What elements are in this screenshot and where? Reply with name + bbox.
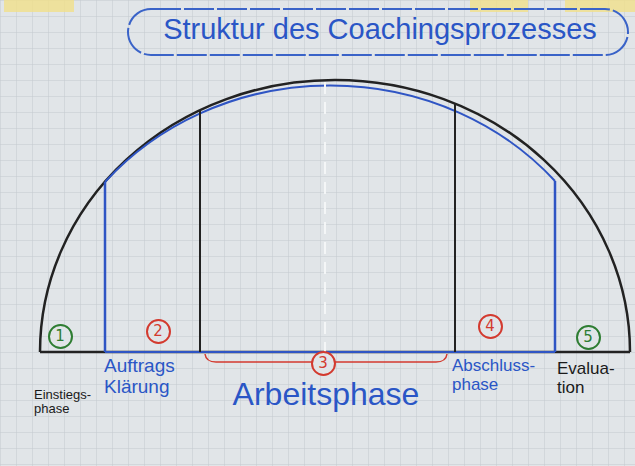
callout-number: 5 [583,330,593,345]
number-circle: 3 [311,351,336,376]
divider-faint [324,82,326,352]
divider [104,182,107,352]
number-circle: 5 [576,325,601,350]
baseline [40,351,630,354]
callout-number: 2 [153,324,163,339]
phase-label: Arbeitsphase [200,377,452,412]
title-cloud [128,9,628,55]
tape [4,0,74,12]
number-circle: 2 [146,319,171,344]
tape [565,0,635,12]
callout-number: 3 [318,356,328,371]
arc [40,80,630,352]
divider [199,111,201,352]
callout-number: 1 [55,329,65,344]
tape [470,0,528,12]
phase-label: Abschluss- phase [452,357,554,394]
number-circle: 4 [478,314,503,339]
title: Struktur des Coachingsprozesses [140,14,620,46]
number-circle: 1 [48,324,73,349]
phase-label: Auftrags Klärung [104,356,196,398]
callout-number: 4 [485,319,495,334]
phase-label: Evalua- tion [557,360,631,397]
divider [554,181,557,352]
arc-blue [105,85,555,182]
divider [454,104,456,352]
phase-label: Einstiegs- phase [34,388,104,417]
